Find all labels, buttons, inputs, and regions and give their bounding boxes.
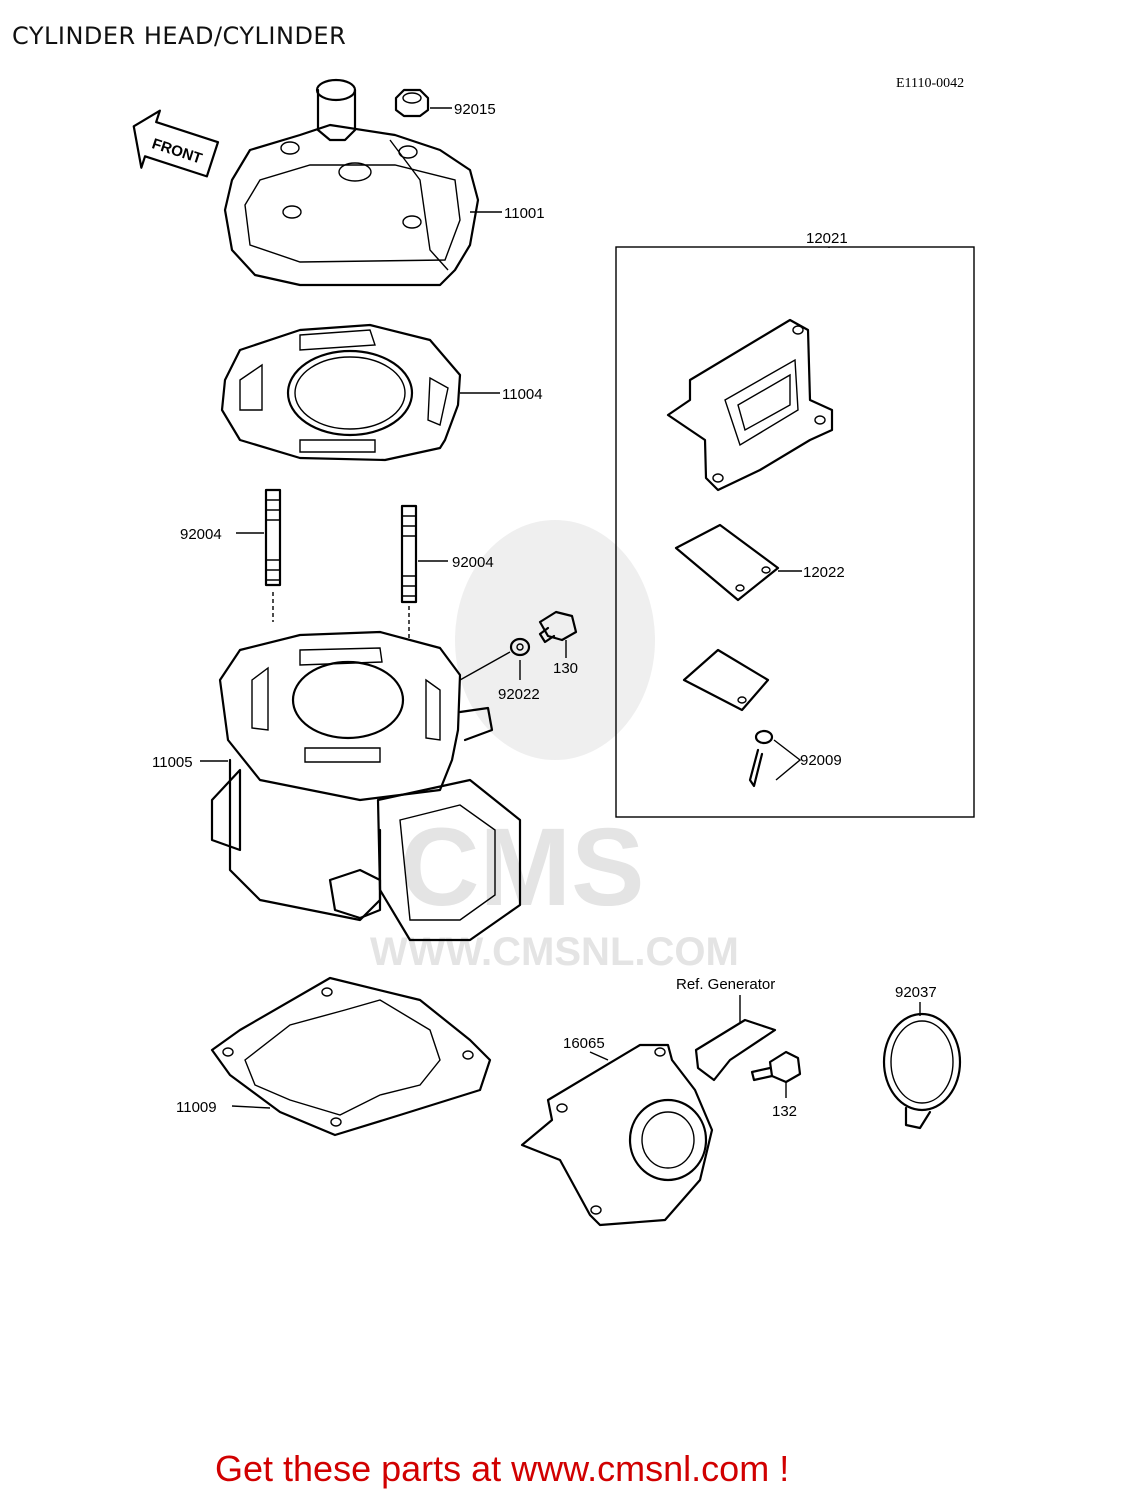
part-label-92015: 92015 bbox=[454, 101, 496, 118]
cylinder-11005: 11005 bbox=[152, 630, 522, 942]
reed-valve-assembly-12021: 12021 bbox=[615, 230, 975, 818]
bolt-130: 130 bbox=[538, 610, 578, 677]
washer-92022: 92022 bbox=[459, 637, 540, 703]
watermark-brand: CMS bbox=[400, 806, 644, 929]
base-gasket-11009: 11009 bbox=[176, 976, 492, 1137]
part-label-132: 132 bbox=[772, 1103, 797, 1120]
part-label-12022: 12022 bbox=[803, 564, 845, 581]
part-label-11005: 11005 bbox=[152, 754, 193, 771]
part-label-92004-left: 92004 bbox=[180, 526, 222, 543]
part-label-92022: 92022 bbox=[498, 686, 540, 703]
intake-manifold-16065: 16065 bbox=[520, 1035, 714, 1227]
page-title: CYLINDER HEAD/CYLINDER bbox=[12, 22, 347, 50]
nut-92015: 92015 bbox=[394, 88, 496, 118]
screw-92009: 92009 bbox=[748, 729, 842, 788]
watermark: CMS WWW.CMSNL.COM bbox=[370, 520, 739, 974]
part-label-11001: 11001 bbox=[504, 205, 545, 222]
part-label-16065: 16065 bbox=[563, 1035, 605, 1052]
generator-connector: Ref. Generator bbox=[676, 976, 777, 1082]
diagram-code: E1110-0042 bbox=[896, 76, 965, 91]
front-arrow-icon: FRONT bbox=[132, 109, 220, 178]
cylinder-head-11001: 11001 bbox=[223, 78, 545, 287]
reed-12022: 12022 bbox=[674, 523, 845, 602]
watermark-url: WWW.CMSNL.COM bbox=[370, 930, 739, 974]
part-label-92037: 92037 bbox=[895, 984, 937, 1001]
part-label-ref-generator: Ref. Generator bbox=[676, 976, 775, 993]
part-label-92004-right: 92004 bbox=[452, 554, 494, 571]
clamp-92037: 92037 bbox=[882, 984, 962, 1130]
stud-92004-right: 92004 bbox=[400, 504, 494, 640]
bolt-132: 132 bbox=[750, 1050, 802, 1120]
reed-stopper bbox=[682, 648, 770, 712]
part-label-92009: 92009 bbox=[800, 752, 842, 769]
part-label-12021: 12021 bbox=[806, 230, 848, 247]
part-label-11004: 11004 bbox=[502, 386, 543, 403]
part-label-130: 130 bbox=[553, 660, 578, 677]
assembly-frame bbox=[615, 246, 975, 818]
stud-92004-left: 92004 bbox=[180, 488, 282, 622]
front-label: FRONT bbox=[150, 135, 204, 167]
shop-link-banner[interactable]: Get these parts at www.cmsnl.com ! bbox=[215, 1448, 790, 1489]
head-gasket-11004: 11004 bbox=[220, 323, 543, 462]
part-label-11009: 11009 bbox=[176, 1099, 217, 1116]
